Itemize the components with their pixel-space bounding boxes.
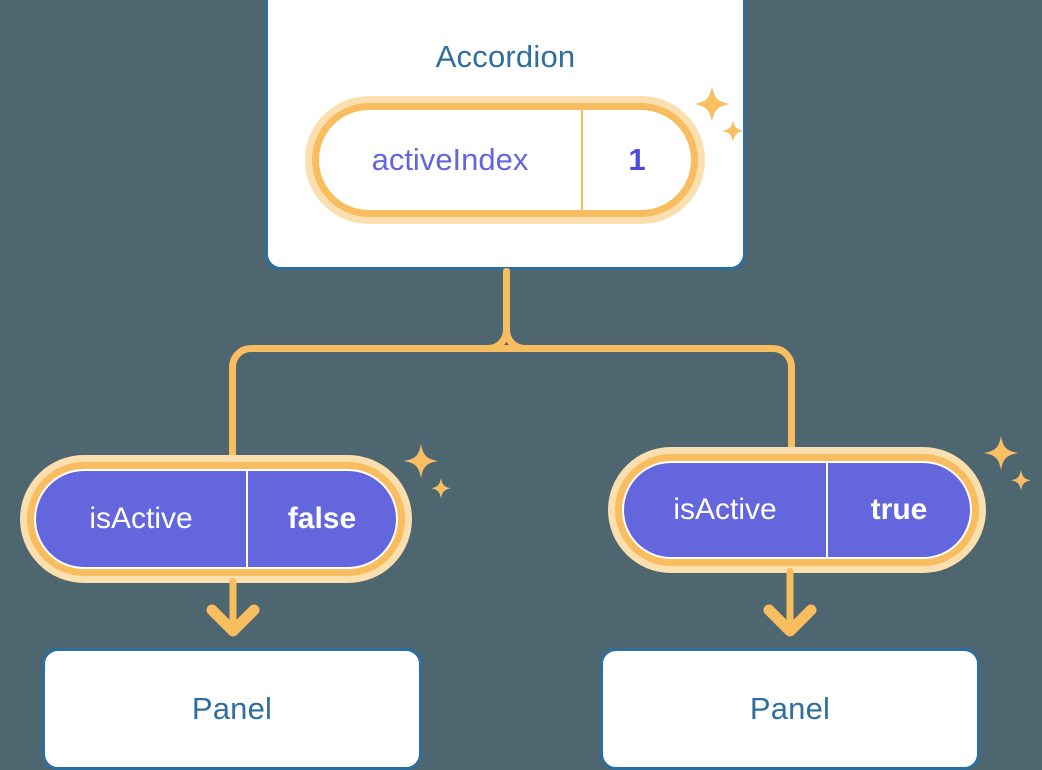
panel-title: Panel bbox=[749, 691, 831, 726]
pill-surface: isActive true bbox=[622, 461, 972, 559]
state-key-label: isActive bbox=[89, 502, 193, 535]
connector-bus bbox=[252, 345, 772, 352]
state-value-label: true bbox=[870, 493, 928, 526]
connector-trunk bbox=[503, 268, 510, 330]
connector-drop-right bbox=[788, 368, 795, 468]
state-pill-is-active-false[interactable]: isActive false bbox=[20, 455, 412, 583]
arrow-down-icon bbox=[206, 578, 260, 637]
panel-card-left[interactable]: Panel bbox=[42, 648, 422, 770]
sparkle-icon bbox=[984, 436, 1031, 491]
state-value-label: false bbox=[287, 502, 357, 535]
panel-title: Panel bbox=[191, 691, 273, 726]
state-value-label: 1 bbox=[628, 142, 646, 177]
sparkle-icon bbox=[694, 86, 744, 142]
pill-surface: activeIndex 1 bbox=[319, 110, 691, 210]
page-title: Accordion bbox=[435, 39, 576, 74]
state-pill-is-active-true[interactable]: isActive true bbox=[608, 447, 986, 573]
pill-divider bbox=[581, 110, 583, 210]
state-key-label: activeIndex bbox=[371, 142, 529, 177]
arrow-down-icon bbox=[763, 568, 817, 637]
connector-elbow-left bbox=[229, 345, 259, 375]
sparkle-icon bbox=[404, 444, 451, 499]
connector-elbow-right bbox=[765, 345, 795, 375]
pill-divider bbox=[246, 471, 248, 567]
panel-card-right[interactable]: Panel bbox=[600, 648, 980, 770]
pill-surface: isActive false bbox=[34, 469, 398, 569]
state-pill-active-index[interactable]: activeIndex 1 bbox=[305, 96, 705, 224]
pill-divider bbox=[826, 463, 828, 557]
state-key-label: isActive bbox=[673, 493, 777, 526]
connector-drop-left bbox=[229, 368, 236, 468]
